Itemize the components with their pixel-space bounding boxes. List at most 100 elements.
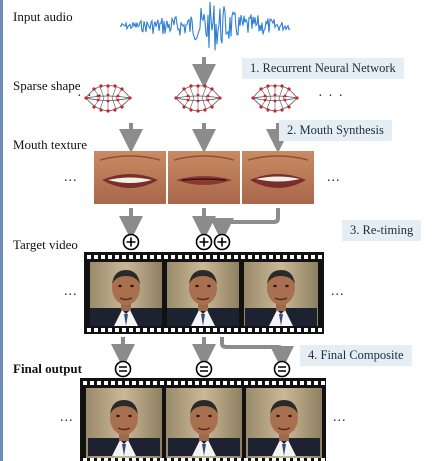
film-sprocket-hole <box>318 255 322 259</box>
ellipsis-left-texture: ... <box>64 170 78 185</box>
film-sprocket-hole <box>262 255 266 259</box>
film-sprocket-hole <box>223 381 227 385</box>
film-sprocket-hole <box>90 381 94 385</box>
sparse-shape-mesh-2 <box>173 83 223 114</box>
film-sprocket-hole <box>251 458 255 461</box>
film-sprocket-hole <box>227 328 231 332</box>
film-sprocket-hole <box>174 381 178 385</box>
film-sprocket-hole <box>192 328 196 332</box>
circled-plus-icon <box>213 233 231 251</box>
film-sprocket-hole <box>206 255 210 259</box>
film-sprocket-hole <box>255 328 259 332</box>
step-3-label: 3. Re-timing <box>342 220 422 241</box>
film-sprocket-hole <box>188 381 192 385</box>
film-sprocket-hole <box>115 328 119 332</box>
film-sprocket-hole <box>279 458 283 461</box>
film-sprocket-hole <box>118 458 122 461</box>
film-sprocket-hole <box>87 328 91 332</box>
target-frame-2 <box>166 262 240 327</box>
ellipsis-right-target: ... <box>331 284 345 299</box>
film-sprocket-hole <box>311 255 315 259</box>
film-sprocket-hole <box>136 328 140 332</box>
film-sprocket-hole <box>195 458 199 461</box>
film-sprocket-hole <box>227 255 231 259</box>
film-sprocket-hole <box>248 328 252 332</box>
film-sprocket-hole <box>139 458 143 461</box>
film-sprocket-hole <box>269 255 273 259</box>
film-sprocket-hole <box>283 255 287 259</box>
film-sprocket-hole <box>104 381 108 385</box>
film-sprocket-hole <box>286 458 290 461</box>
film-sprocket-hole <box>174 458 178 461</box>
film-sprocket-hole <box>199 328 203 332</box>
film-sprocket-hole <box>185 328 189 332</box>
film-sprocket-hole <box>255 255 259 259</box>
film-sprocket-hole <box>150 255 154 259</box>
film-sprocket-hole <box>241 328 245 332</box>
target-frame-1 <box>89 262 163 327</box>
film-sprocket-hole <box>237 458 241 461</box>
film-sprocket-hole <box>136 255 140 259</box>
film-sprocket-hole <box>216 458 220 461</box>
film-sprocket-hole <box>111 458 115 461</box>
film-sprocket-hole <box>276 328 280 332</box>
step-1-label: 1. Recurrent Neural Network <box>242 58 404 79</box>
film-sprocket-hole <box>230 458 234 461</box>
arrow-retiming <box>210 208 280 242</box>
film-sprocket-hole <box>300 381 304 385</box>
film-sprocket-hole <box>272 381 276 385</box>
film-sprocket-hole <box>122 255 126 259</box>
film-sprocket-hole <box>108 328 112 332</box>
film-sprocket-hole <box>279 381 283 385</box>
film-sprocket-hole <box>195 381 199 385</box>
film-sprocket-hole <box>307 381 311 385</box>
film-sprocket-hole <box>118 381 122 385</box>
film-sprocket-hole <box>213 328 217 332</box>
film-sprocket-hole <box>160 381 164 385</box>
film-sprocket-hole <box>167 458 171 461</box>
film-sprocket-hole <box>199 255 203 259</box>
film-sprocket-hole <box>132 381 136 385</box>
film-sprocket-hole <box>311 328 315 332</box>
film-sprocket-hole <box>188 458 192 461</box>
film-sprocket-hole <box>108 255 112 259</box>
film-sprocket-hole <box>171 328 175 332</box>
step-4-label: 4. Final Composite <box>300 345 412 366</box>
film-sprocket-hole <box>202 381 206 385</box>
step-2-label: 2. Mouth Synthesis <box>279 120 392 141</box>
film-sprocket-hole <box>167 381 171 385</box>
film-sprocket-hole <box>129 255 133 259</box>
film-sprocket-hole <box>143 328 147 332</box>
film-sprocket-hole <box>209 458 213 461</box>
film-sprocket-hole <box>220 255 224 259</box>
film-sprocket-hole <box>248 255 252 259</box>
film-sprocket-hole <box>157 255 161 259</box>
ellipsis-right-shape: · · · <box>318 89 344 104</box>
film-sprocket-hole <box>122 328 126 332</box>
film-sprocket-hole <box>150 328 154 332</box>
film-sprocket-hole <box>160 458 164 461</box>
film-sprocket-hole <box>125 458 129 461</box>
film-sprocket-hole <box>104 458 108 461</box>
mouth-texture-3 <box>242 151 314 204</box>
film-sprocket-hole <box>286 381 290 385</box>
film-sprocket-hole <box>258 458 262 461</box>
film-sprocket-hole <box>244 458 248 461</box>
target-video-label: Target video <box>13 237 78 252</box>
film-sprocket-hole <box>318 328 322 332</box>
film-sprocket-hole <box>213 255 217 259</box>
film-sprocket-hole <box>244 381 248 385</box>
film-sprocket-hole <box>178 328 182 332</box>
film-sprocket-hole <box>97 381 101 385</box>
film-sprocket-hole <box>304 255 308 259</box>
film-sprocket-hole <box>83 381 87 385</box>
film-sprocket-hole <box>300 458 304 461</box>
film-sprocket-hole <box>171 255 175 259</box>
film-sprocket-hole <box>265 458 269 461</box>
film-sprocket-hole <box>297 255 301 259</box>
mouth-texture-2 <box>168 151 240 204</box>
film-sprocket-hole <box>262 328 266 332</box>
film-sprocket-hole <box>192 255 196 259</box>
ellipsis-right-texture: ... <box>327 170 341 185</box>
circled-equals-icon <box>273 360 291 378</box>
